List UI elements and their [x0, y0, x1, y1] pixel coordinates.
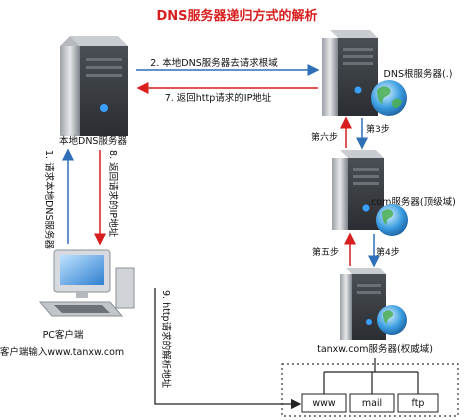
globe-icon — [377, 305, 407, 335]
host-box-ftp — [397, 393, 439, 413]
step-1-label: 1. 请求本地DNS服务器 — [43, 150, 55, 250]
step-7-label: 7. 返回http请求的IP地址 — [165, 92, 272, 104]
step-2-label: 2. 本地DNS服务器去请求根域 — [150, 57, 278, 69]
tanxw-dns-server-icon — [340, 268, 386, 340]
pc-client-label: PC客户端 — [43, 329, 84, 341]
host-www-label: www — [312, 398, 336, 409]
globe-icon — [371, 80, 407, 116]
tanxw-dns-label: tanxw.com服务器(权威域) — [317, 343, 433, 355]
local-dns-label: 本地DNS服务器 — [59, 135, 127, 147]
pc-input-label: 客户端输入www.tanxw.com — [0, 346, 124, 358]
step-9-arrow — [154, 288, 302, 410]
pc-client-icon — [38, 249, 135, 317]
com-dns-label: .com服务器(顶级域) — [368, 196, 456, 208]
step-9-label: 9. http请求的解析地址 — [160, 290, 172, 389]
step-5-label: 第五步 — [312, 246, 339, 258]
hosts-group-box — [281, 363, 459, 417]
diagram-title: DNS服务器递归方式的解析 — [156, 8, 317, 24]
com-dns-server-icon — [332, 150, 384, 230]
host-box-mail — [349, 393, 395, 413]
host-box-www — [301, 393, 347, 413]
step-6-label: 第六步 — [311, 131, 338, 143]
step-4-label: 第4步 — [376, 246, 400, 258]
host-mail-label: mail — [362, 398, 382, 409]
root-dns-label: DNS根服务器(.) — [384, 68, 453, 80]
step-8-label: 8. 返回请求的IP地址 — [107, 150, 119, 238]
step-3-label: 第3步 — [366, 123, 390, 135]
local-dns-server-icon — [60, 36, 128, 136]
root-dns-server-icon — [322, 30, 378, 116]
globe-icon — [376, 204, 408, 236]
host-ftp-label: ftp — [412, 398, 425, 409]
